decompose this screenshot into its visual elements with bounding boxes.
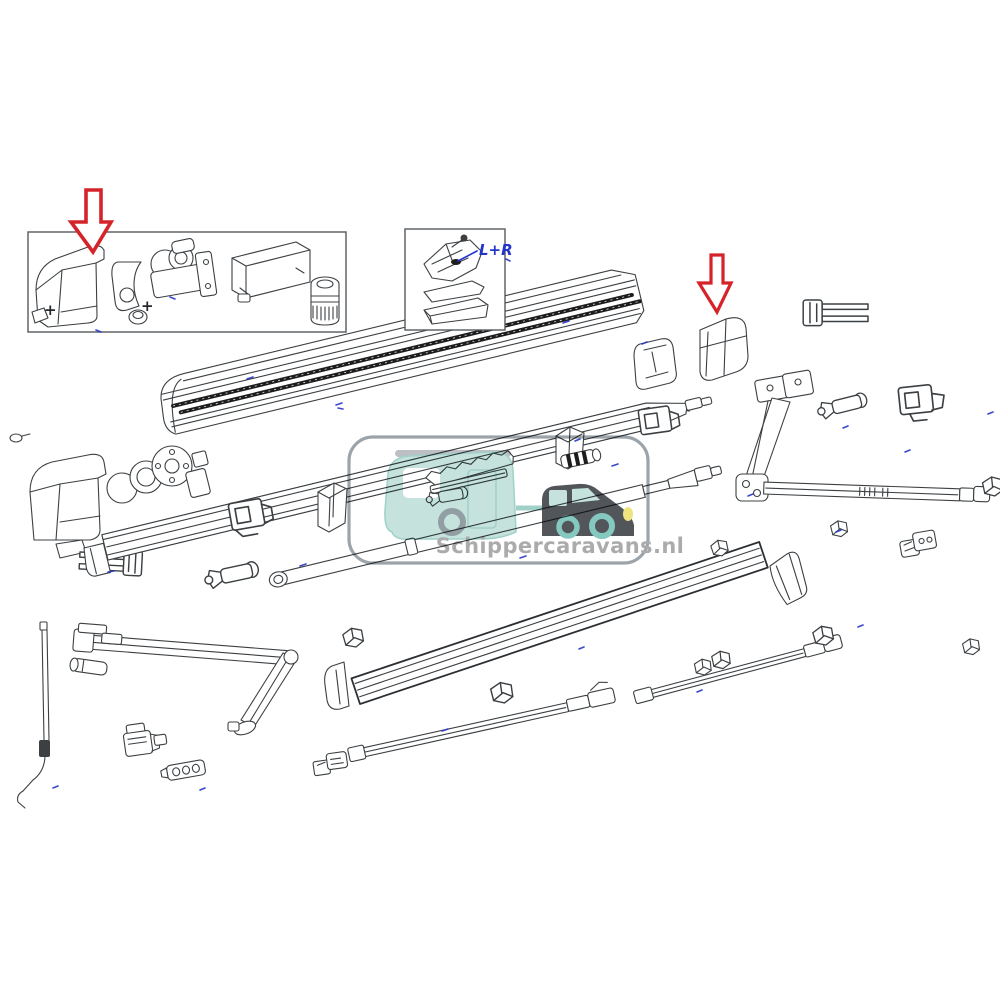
foot-bracket-right	[899, 529, 938, 558]
mounting-bracket-b	[317, 482, 348, 533]
inset-plate-2	[423, 297, 489, 325]
small-clip-far-left	[9, 433, 31, 443]
arm-roller-piece	[69, 657, 108, 676]
inset-adapter-cylinder	[310, 276, 340, 326]
plus-mark-1: +	[44, 301, 57, 319]
watermark-text: Schippercaravans.nl	[436, 534, 685, 558]
red-arrow-down-icon-left	[67, 188, 115, 256]
arm-spindle-right	[815, 391, 870, 421]
clip-far-right-bottom	[961, 637, 981, 657]
perforated-strip	[160, 759, 206, 781]
arm-a-foot	[312, 751, 349, 777]
watermark: Schippercaravans.nl	[347, 435, 685, 565]
clip-rail-left	[341, 626, 365, 650]
fabric-left-cap	[83, 542, 112, 577]
inset-plate-1	[423, 280, 485, 303]
watermark-caravan-icon	[384, 450, 542, 540]
roller-spindle-left	[202, 559, 262, 591]
watermark-van-icon	[542, 483, 634, 539]
right-support-arm	[735, 369, 991, 503]
inset-box-center: L+R	[404, 228, 513, 331]
telescopic-arm-b	[633, 634, 843, 705]
clip-bottom-center	[489, 680, 515, 706]
lead-rail-left-cap	[324, 661, 350, 710]
inset-motor	[150, 238, 218, 299]
blue-tick-marks	[52, 258, 994, 791]
inset-control-box	[231, 241, 311, 303]
small-bracket-under-cap	[637, 405, 681, 436]
lr-label: L+R	[479, 241, 513, 259]
telescopic-arm-a	[347, 681, 616, 763]
wall-block-bottom-left	[122, 722, 168, 757]
inset-lr-bracket	[423, 234, 483, 282]
red-arrow-down-icon-right	[696, 253, 734, 316]
lead-rail-right-cap	[769, 551, 808, 606]
inset-c-bracket	[111, 261, 148, 325]
left-roller-discs	[106, 445, 211, 504]
mounting-bracket-a	[227, 497, 275, 538]
right-mounting-bracket	[633, 338, 677, 390]
striped-roller-center	[560, 448, 602, 469]
left-end-cap	[29, 453, 107, 559]
clamp-bracket-right	[897, 384, 945, 422]
cassette-hood-profile	[160, 269, 645, 435]
left-spring-arm	[72, 622, 299, 736]
crank-rod	[17, 621, 50, 809]
lr-leader-line	[457, 250, 478, 262]
inset-left-end-cap	[31, 244, 105, 328]
clip-below-arm	[829, 519, 849, 539]
fork-bracket-right	[802, 299, 869, 327]
inset-box-left: + +	[27, 231, 347, 333]
right-end-cap	[699, 317, 749, 381]
clip-arm-end	[981, 475, 1000, 498]
plus-mark-2: +	[141, 297, 154, 315]
watermark-border	[347, 435, 650, 565]
lead-rail	[350, 541, 769, 705]
